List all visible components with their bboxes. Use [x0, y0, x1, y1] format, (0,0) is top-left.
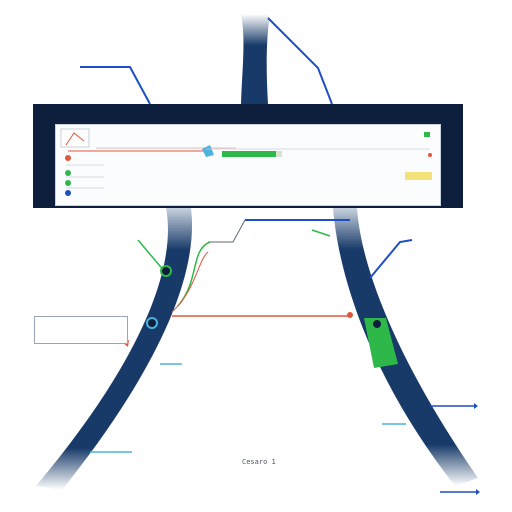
node-right-mid — [371, 318, 383, 330]
footer-caption: Cesaro 1 — [242, 458, 276, 466]
panel-screen — [55, 124, 441, 206]
connector-top-right — [267, 17, 333, 105]
connector-mid-gray — [208, 219, 246, 243]
panel-progress-fill — [222, 151, 276, 157]
node-left-upper — [160, 265, 172, 277]
node-left-mid — [146, 317, 158, 329]
connector-top-left — [80, 66, 151, 105]
left-tube — [36, 208, 193, 490]
top-tube — [241, 14, 270, 104]
connector-right-blue — [369, 239, 413, 279]
connector-green-c — [311, 229, 331, 237]
right-tube — [333, 208, 478, 486]
connector-green-b — [137, 239, 166, 273]
right-green-shape — [364, 318, 398, 368]
connector-orange — [171, 251, 209, 313]
panel-progress-bar — [222, 151, 282, 157]
panel-indicator — [405, 172, 432, 180]
callout-box — [34, 316, 128, 344]
panel-svg — [60, 128, 432, 196]
